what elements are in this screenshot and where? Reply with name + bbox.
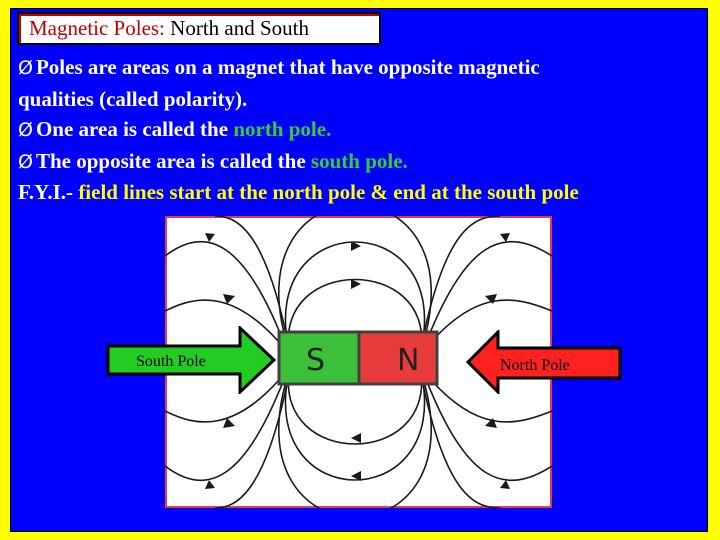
fyi-line: F.Y.I.- field lines start at the north p… <box>18 177 708 208</box>
magnet-north-half <box>357 330 439 386</box>
fyi-prefix: F.Y.I.- <box>18 180 79 204</box>
bar-magnet: S N <box>277 330 439 386</box>
bullet-arrow-icon: Ø <box>18 119 33 141</box>
field-lines <box>165 216 552 508</box>
magnetic-field-diagram: S N <box>165 216 552 508</box>
south-pole-arrow: South Pole <box>106 326 277 394</box>
south-pole-term: south pole. <box>310 148 408 173</box>
south-arrow-shape <box>106 326 277 394</box>
north-arrow-shape <box>466 330 622 394</box>
north-pole-arrow: North Pole <box>466 330 622 394</box>
field-direction-arrows <box>205 233 510 489</box>
bullet-arrow-icon: Ø <box>18 57 33 79</box>
bullet-line-2: qualities (called polarity). <box>18 84 708 115</box>
bullet-arrow-icon: Ø <box>18 150 33 173</box>
bullet-2-text: qualities (called polarity). <box>18 86 248 111</box>
slide-title: Magnetic Poles: North and South <box>17 12 381 45</box>
north-pole-label: North Pole <box>500 357 570 374</box>
fyi-text: field lines start at the north pole & en… <box>78 180 579 204</box>
bullet-4-text: The opposite area is called the <box>35 148 311 173</box>
magnet-n-letter: N <box>397 343 419 378</box>
bullet-1-text: Poles are areas on a magnet that have op… <box>35 55 540 79</box>
south-pole-label: South Pole <box>136 353 206 370</box>
title-part-1: Magnetic Poles: <box>29 16 165 40</box>
north-pole-term: north pole. <box>233 117 332 141</box>
bullet-3-text: One area is called the <box>35 117 234 141</box>
title-part-2: North and South <box>164 16 309 40</box>
magnet-s-letter: S <box>306 343 325 378</box>
